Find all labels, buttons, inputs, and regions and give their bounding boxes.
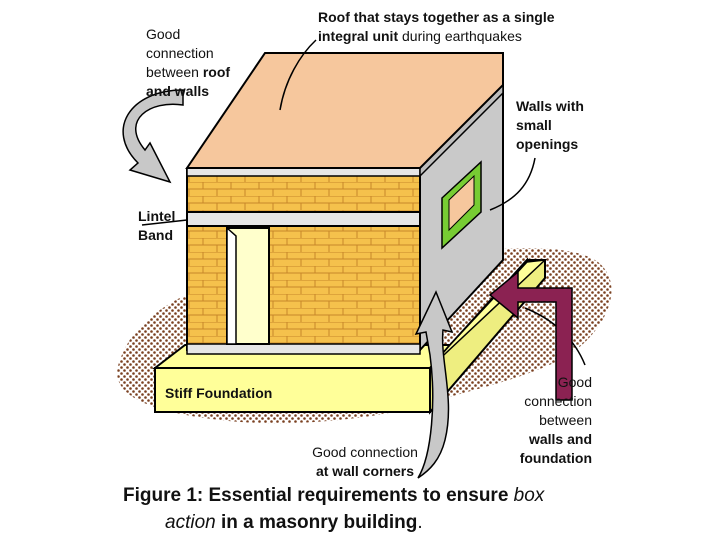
lintel-band [186, 211, 421, 227]
walls-openings-label: Walls with small openings [516, 98, 584, 152]
corner-arrow [414, 290, 454, 479]
leader-lines [141, 39, 586, 366]
roof-leader [279, 39, 317, 111]
wall-foundation-arrow [488, 270, 573, 401]
roof-walls-connection-label: Good connection between roof and walls [146, 26, 231, 99]
roof-top [185, 52, 504, 169]
lintel-leader [141, 219, 188, 226]
front-brick-wall [186, 169, 421, 355]
roof-wall-arrow [122, 89, 184, 184]
walls-foundation-connection-label: Good connection between walls and founda… [519, 374, 592, 466]
figure-caption: Figure 1: Essential requirements to ensu… [123, 485, 545, 533]
walls-leader [489, 157, 536, 211]
roof-slab [185, 52, 504, 178]
wall-corners-connection-label: Good connection at wall corners [312, 444, 418, 479]
stiff-foundation-label: Stiff Foundation [165, 385, 273, 401]
roof-label: Roof that stays together as a single int… [318, 9, 555, 44]
lintel-band-label: Lintel Band [138, 208, 176, 243]
